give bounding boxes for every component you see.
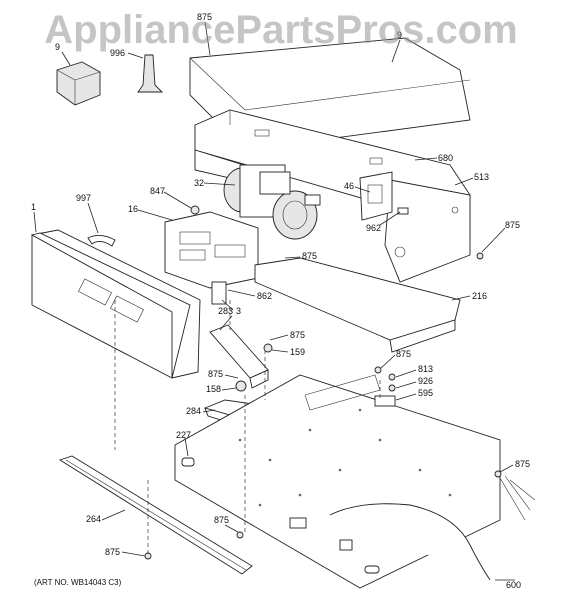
callout-1: 1 <box>31 202 36 212</box>
callout-9-box: 9 <box>55 42 60 52</box>
callout-875-rt2: 875 <box>396 349 411 359</box>
callout-926: 926 <box>418 376 433 386</box>
callout-875-far: 875 <box>515 459 530 469</box>
package-box <box>56 61 101 106</box>
callout-3: 3 <box>236 306 241 316</box>
ribbon-cable <box>87 235 116 247</box>
part-926 <box>388 384 396 392</box>
callout-962: 962 <box>366 223 381 233</box>
callout-862: 862 <box>257 291 272 301</box>
callout-875-botleft: 875 <box>105 547 120 557</box>
callout-264: 264 <box>86 514 101 524</box>
callout-875-mid: 875 <box>302 251 317 261</box>
control-board <box>359 171 409 221</box>
callout-32: 32 <box>194 178 204 188</box>
callout-513: 513 <box>474 172 489 182</box>
touch-up-paint-bottle <box>137 54 164 93</box>
screw-875-bot <box>236 531 244 539</box>
callout-813: 813 <box>418 364 433 374</box>
callout-875-left: 875 <box>208 369 223 379</box>
callout-labels: 875 9 9 996 680 513 32 46 847 997 1 16 9… <box>31 12 530 590</box>
callout-283: 283 <box>218 306 233 316</box>
control-panel-assembly <box>164 211 259 305</box>
screw-875-rt2 <box>374 366 382 374</box>
callout-847: 847 <box>150 186 165 196</box>
leader-lines <box>33 21 515 581</box>
side-bracket <box>384 179 471 283</box>
callout-158: 158 <box>206 384 221 394</box>
callout-46: 46 <box>344 181 354 191</box>
callout-595: 595 <box>418 388 433 398</box>
trim-strip <box>58 455 253 575</box>
art-number: (ART NO. WB14043 C3) <box>34 578 122 587</box>
callout-875-bot: 875 <box>214 515 229 525</box>
callout-284: 284 <box>186 406 201 416</box>
screw-847 <box>190 205 200 215</box>
switch-159 <box>263 343 273 353</box>
callout-227: 227 <box>176 430 191 440</box>
callout-16: 16 <box>128 204 138 214</box>
callout-875-right: 875 <box>505 220 520 230</box>
callout-216: 216 <box>472 291 487 301</box>
switch-158 <box>235 380 247 392</box>
callout-997: 997 <box>76 193 91 203</box>
callout-875-top: 875 <box>197 12 212 22</box>
screw-875-far <box>494 470 502 478</box>
blower-motor <box>223 164 321 240</box>
wire-harness <box>329 475 536 581</box>
callout-159: 159 <box>290 347 305 357</box>
small-parts <box>56 54 502 560</box>
callout-996: 996 <box>110 48 125 58</box>
part-813 <box>388 373 396 381</box>
callout-680: 680 <box>438 153 453 163</box>
bracket-595 <box>374 395 396 407</box>
mid-tray <box>254 257 461 353</box>
callout-875-283: 875 <box>290 330 305 340</box>
callout-9-top: 9 <box>397 30 402 40</box>
front-control-panel <box>30 229 201 379</box>
assembly-lines <box>114 300 381 556</box>
screw-875-right <box>476 252 484 260</box>
callout-600: 600 <box>506 580 521 590</box>
